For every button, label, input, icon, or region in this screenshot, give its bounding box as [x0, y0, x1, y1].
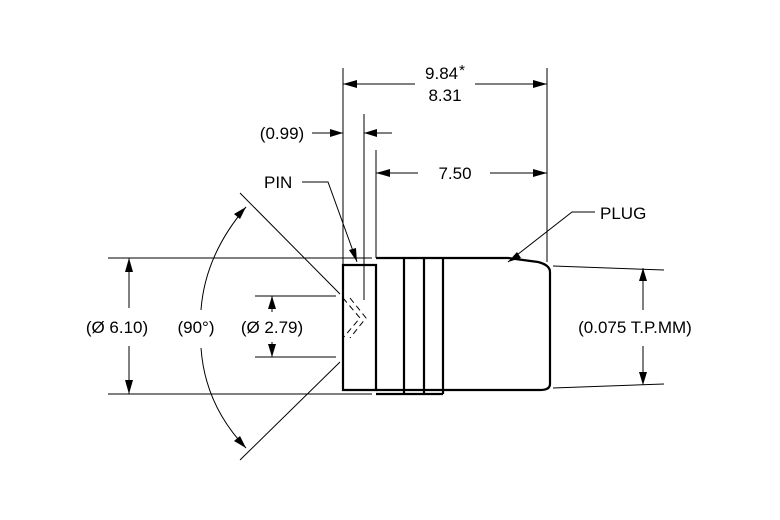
dimension-tp-note: (0.075 T.P.MM)	[552, 265, 692, 389]
dimension-overall-length: 9.84* 8.31	[342, 60, 548, 265]
plug-length-label: 7.50	[438, 164, 471, 183]
tp-note-label: (0.075 T.P.MM)	[578, 318, 692, 337]
plug-body	[341, 256, 552, 396]
pin-label: PIN	[264, 173, 292, 192]
pin-diameter-label: (Ø 2.79)	[241, 318, 303, 337]
dimension-outer-diameter: (Ø 6.10)	[86, 257, 372, 395]
pin-chamfer	[342, 297, 367, 339]
dimension-angle: (90°)	[177, 192, 341, 461]
outer-diameter-label: (Ø 6.10)	[86, 318, 148, 337]
angle-label: (90°)	[177, 318, 214, 337]
pin-offset-label: (0.99)	[260, 124, 304, 143]
body-length-label: 8.31	[428, 86, 461, 105]
dimension-plug-length: 7.50	[376, 164, 547, 183]
dimension-pin-offset: (0.99)	[260, 114, 392, 300]
plug-leader: PLUG	[507, 204, 646, 263]
pin-leader: PIN	[264, 173, 358, 263]
dimension-pin-diameter: (Ø 2.79)	[241, 295, 336, 358]
plug-label: PLUG	[600, 204, 646, 223]
overall-length-label: 9.84*	[425, 62, 465, 83]
